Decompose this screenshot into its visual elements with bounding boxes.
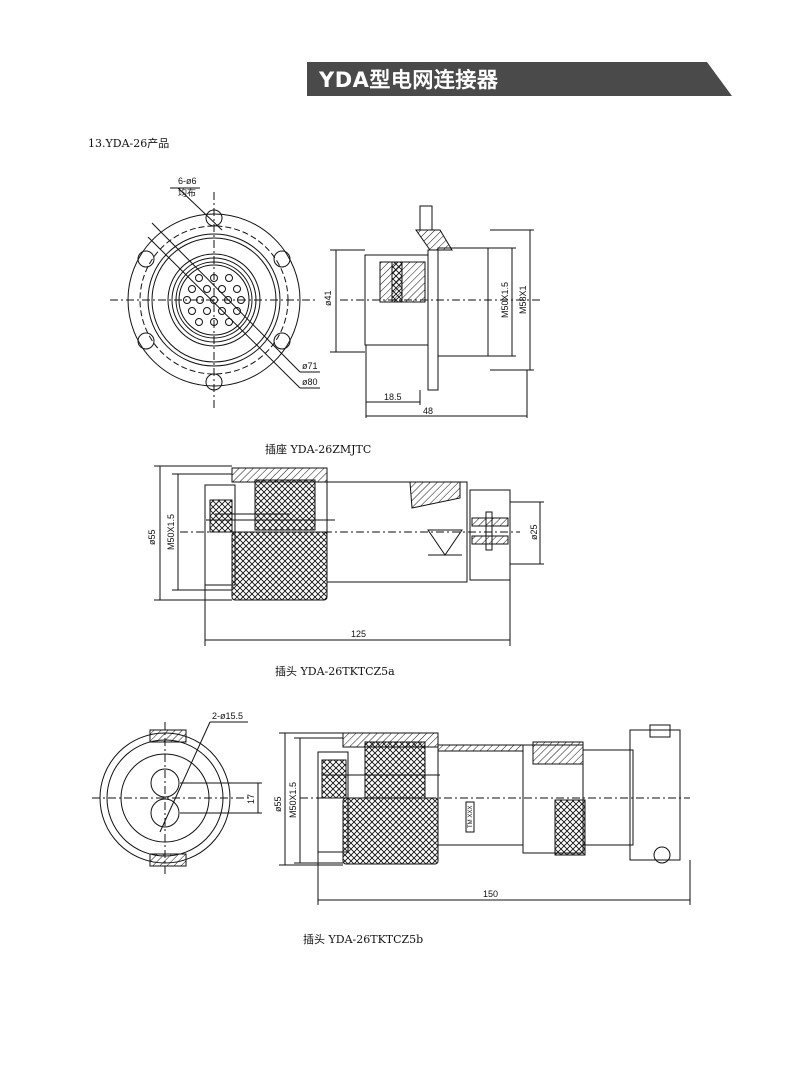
dim-m50: M50X1.5 [500,282,510,318]
dim-d55: ø55 [147,529,157,545]
dim-len: 125 [351,629,366,639]
dim-d25: ø25 [529,524,539,540]
dim-d71: ø71 [302,361,318,371]
page-title: YDA型电网连接器 [319,68,499,92]
section-title: 13.YDA-26产品 [88,137,170,150]
dim-d55: ø55 [273,796,283,812]
dim-len2: 48 [423,406,433,416]
dim-d41: ø41 [323,290,333,306]
dim-gap: 17 [246,794,256,804]
plug-b-front-view [92,721,262,874]
holes-note: 均布 [178,187,196,198]
plug-b-caption: 插头 YDA-26TKTCZ5b [303,933,424,946]
dim-len1: 18.5 [384,392,402,402]
plug-a-caption: 插头 YDA-26TKTCZ5a [275,665,395,678]
dim-len: 150 [483,889,498,899]
receptacle-caption: 插座 YDA-26ZMJTC [265,443,372,456]
dim-m58: M58X1 [518,285,528,314]
plug-a-side-view [154,465,544,646]
dim-m50: M50X1.5 [288,782,298,818]
marking-label: TM XXX [468,806,474,828]
dim-d80: ø80 [302,377,318,387]
banner-shape [307,62,732,96]
receptacle-front-view [110,187,320,408]
receptacle-side-view [330,205,540,418]
holes-label: 6-ø6 [178,176,197,186]
dim-holes: 2-ø15.5 [212,711,243,721]
dim-m50: M50X1.5 [166,514,176,550]
title-banner: YDA型电网连接器 [307,62,732,96]
contact-pins [183,274,245,326]
plug-b-side-view [279,724,691,905]
